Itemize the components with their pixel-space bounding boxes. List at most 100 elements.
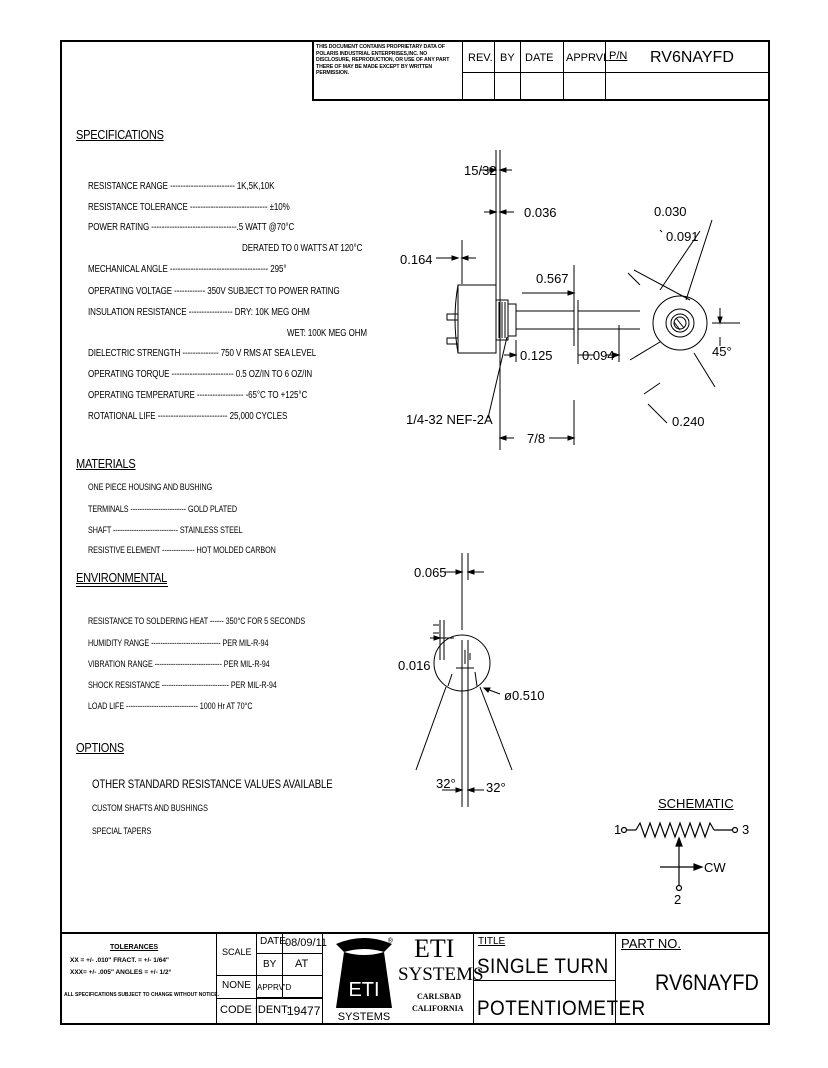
date-label: DATE: bbox=[260, 936, 289, 947]
dim-0065: 0.065 bbox=[414, 565, 447, 580]
titleblock-divider bbox=[256, 932, 257, 1025]
dim-0510: ø0.510 bbox=[504, 688, 544, 703]
pn-value: RV6NAYFD bbox=[650, 49, 734, 66]
materials-row: RESISTIVE ELEMENT -------------- HOT MOL… bbox=[88, 545, 276, 555]
pn-label: P/N bbox=[609, 50, 628, 62]
tolerance-line: XXX= +/- .005" ANGLES = +/- 1/2° bbox=[70, 969, 172, 976]
spec-row: RESISTANCE RANGE -----------------------… bbox=[88, 181, 275, 192]
dim-7-8: 7/8 bbox=[527, 431, 545, 446]
date-label: DATE bbox=[525, 52, 554, 64]
tolerance-notice: ALL SPECIFICATIONS SUBJECT TO CHANGE WIT… bbox=[64, 992, 220, 998]
housing-curve bbox=[454, 284, 459, 354]
titleblock-divider bbox=[473, 932, 474, 1025]
housing-outline bbox=[457, 284, 497, 354]
titleblock-row bbox=[216, 998, 322, 999]
dim-0240: 0.240 bbox=[672, 414, 705, 429]
titleblock-row bbox=[256, 997, 322, 998]
company-state: CALIFORNIA bbox=[412, 1004, 464, 1013]
materials-row: TERMINALS ------------------------ GOLD … bbox=[88, 504, 237, 514]
proprietary-notice: THIS DOCUMENT CONTAINS PROPRIETARY DATA … bbox=[316, 44, 450, 77]
company-city: CARLSBAD bbox=[417, 992, 462, 1001]
title-line-2: POTENTIOMETER bbox=[477, 997, 646, 1020]
env-row: HUMIDITY RANGE -------------------------… bbox=[88, 638, 269, 648]
tolerances-title: TOLERANCES bbox=[110, 944, 159, 951]
shaft-outline bbox=[515, 310, 575, 330]
part-no-value: RV6NAYFD bbox=[655, 970, 759, 995]
dim-0164: 0.164 bbox=[400, 252, 433, 267]
options-title: OPTIONS bbox=[76, 740, 124, 755]
code-ident-label: CODE IDENT: bbox=[220, 1004, 290, 1016]
schematic-cw: CW bbox=[704, 860, 726, 875]
registered-mark-icon: ® bbox=[388, 936, 393, 945]
materials-intro: ONE PIECE HOUSING AND BUSHING bbox=[88, 482, 213, 492]
apprvd-label: APPRV'D bbox=[257, 983, 292, 992]
titleblock-row bbox=[256, 953, 322, 954]
schematic-pin3: 3 bbox=[742, 822, 750, 837]
dim-thread: 1/4-32 NEF-2A bbox=[406, 412, 493, 427]
title-label: TITLE bbox=[478, 936, 506, 947]
header-bottom-line bbox=[312, 99, 770, 101]
by-label: BY bbox=[263, 959, 277, 970]
environmental-underline bbox=[76, 586, 168, 587]
part-no-label: PART NO. bbox=[621, 936, 681, 951]
env-row: LOAD LIFE ------------------------------… bbox=[88, 701, 253, 711]
spec-row: RESISTANCE TOLERANCE -------------------… bbox=[88, 202, 290, 213]
eti-logo: ETI SYSTEMS bbox=[336, 938, 392, 1022]
spec-row: POWER RATING ---------------------------… bbox=[88, 222, 295, 233]
materials-title: MATERIALS bbox=[76, 456, 136, 471]
spec-row: DERATED TO 0 WATTS AT 120°C bbox=[242, 243, 363, 254]
spec-row: OPERATING TORQUE -----------------------… bbox=[88, 369, 313, 380]
schematic-title: SCHEMATIC bbox=[658, 796, 734, 811]
code-ident-value: 19477 bbox=[287, 1004, 321, 1018]
spec-row: OPERATING TEMPERATURE ------------------… bbox=[88, 390, 308, 401]
company-systems: SYSTEMS bbox=[398, 964, 484, 985]
header-col-line bbox=[520, 40, 521, 100]
header-divider bbox=[312, 40, 314, 100]
titleblock-divider bbox=[322, 932, 323, 1025]
dim-15-32: 15/32 bbox=[464, 163, 497, 178]
env-row: SHOCK RESISTANCE -----------------------… bbox=[88, 680, 277, 690]
spec-row: WET: 100K MEG OHM bbox=[287, 328, 367, 339]
header-col-line bbox=[605, 40, 606, 100]
titleblock-divider bbox=[282, 932, 283, 998]
spec-row: ROTATIONAL LIFE ------------------------… bbox=[88, 411, 288, 422]
rev-label: REV. bbox=[468, 52, 493, 64]
scale-value: NONE bbox=[222, 980, 251, 991]
spec-row: OPERATING VOLTAGE ------------ 350V SUBJ… bbox=[88, 286, 340, 297]
company-eti: ETI bbox=[414, 934, 455, 963]
title-line-1: SINGLE TURN bbox=[477, 955, 609, 978]
schematic-symbol bbox=[620, 821, 739, 892]
spec-row: MECHANICAL ANGLE -----------------------… bbox=[88, 264, 287, 275]
dim-0036: 0.036 bbox=[524, 205, 557, 220]
titleblock-row bbox=[473, 980, 615, 981]
by-value: AT bbox=[295, 958, 309, 970]
by-label: BY bbox=[500, 52, 515, 64]
apprvl-label: APPRVL. bbox=[566, 52, 613, 64]
environmental-title: ENVIRONMENTAL bbox=[76, 570, 168, 585]
options-item: CUSTOM SHAFTS AND BUSHINGS bbox=[92, 803, 208, 813]
dim-0091: 0.091 bbox=[666, 229, 699, 244]
options-item: OTHER STANDARD RESISTANCE VALUES AVAILAB… bbox=[92, 777, 333, 791]
drawing-frame bbox=[60, 40, 770, 1025]
dim-32-right: 32° bbox=[486, 780, 506, 795]
header-row-line bbox=[462, 72, 770, 73]
header-col-line bbox=[563, 40, 564, 100]
logo-text: ETI bbox=[348, 979, 379, 1001]
titleblock-divider bbox=[615, 932, 616, 1025]
header-col-line bbox=[494, 40, 495, 100]
specifications-title: SPECIFICATIONS bbox=[76, 127, 164, 142]
header-col-line bbox=[462, 40, 463, 100]
options-item: SPECIAL TAPERS bbox=[92, 826, 152, 836]
scale-label: SCALE bbox=[222, 947, 252, 957]
env-row: RESISTANCE TO SOLDERING HEAT ------ 350°… bbox=[88, 616, 306, 626]
materials-row: SHAFT ---------------------------- STAIN… bbox=[88, 525, 243, 535]
dim-0567: 0.567 bbox=[536, 271, 569, 286]
dim-32-left: 32° bbox=[436, 776, 456, 791]
date-value: 08/09/11 bbox=[285, 937, 328, 949]
dim-0030: 0.030 bbox=[654, 204, 687, 219]
titleblock-top-line bbox=[60, 932, 770, 934]
schematic-pin2: 2 bbox=[674, 892, 682, 907]
titleblock-row bbox=[216, 975, 322, 976]
logo-sub: SYSTEMS bbox=[338, 1011, 391, 1022]
dim-45: 45° bbox=[712, 344, 732, 359]
